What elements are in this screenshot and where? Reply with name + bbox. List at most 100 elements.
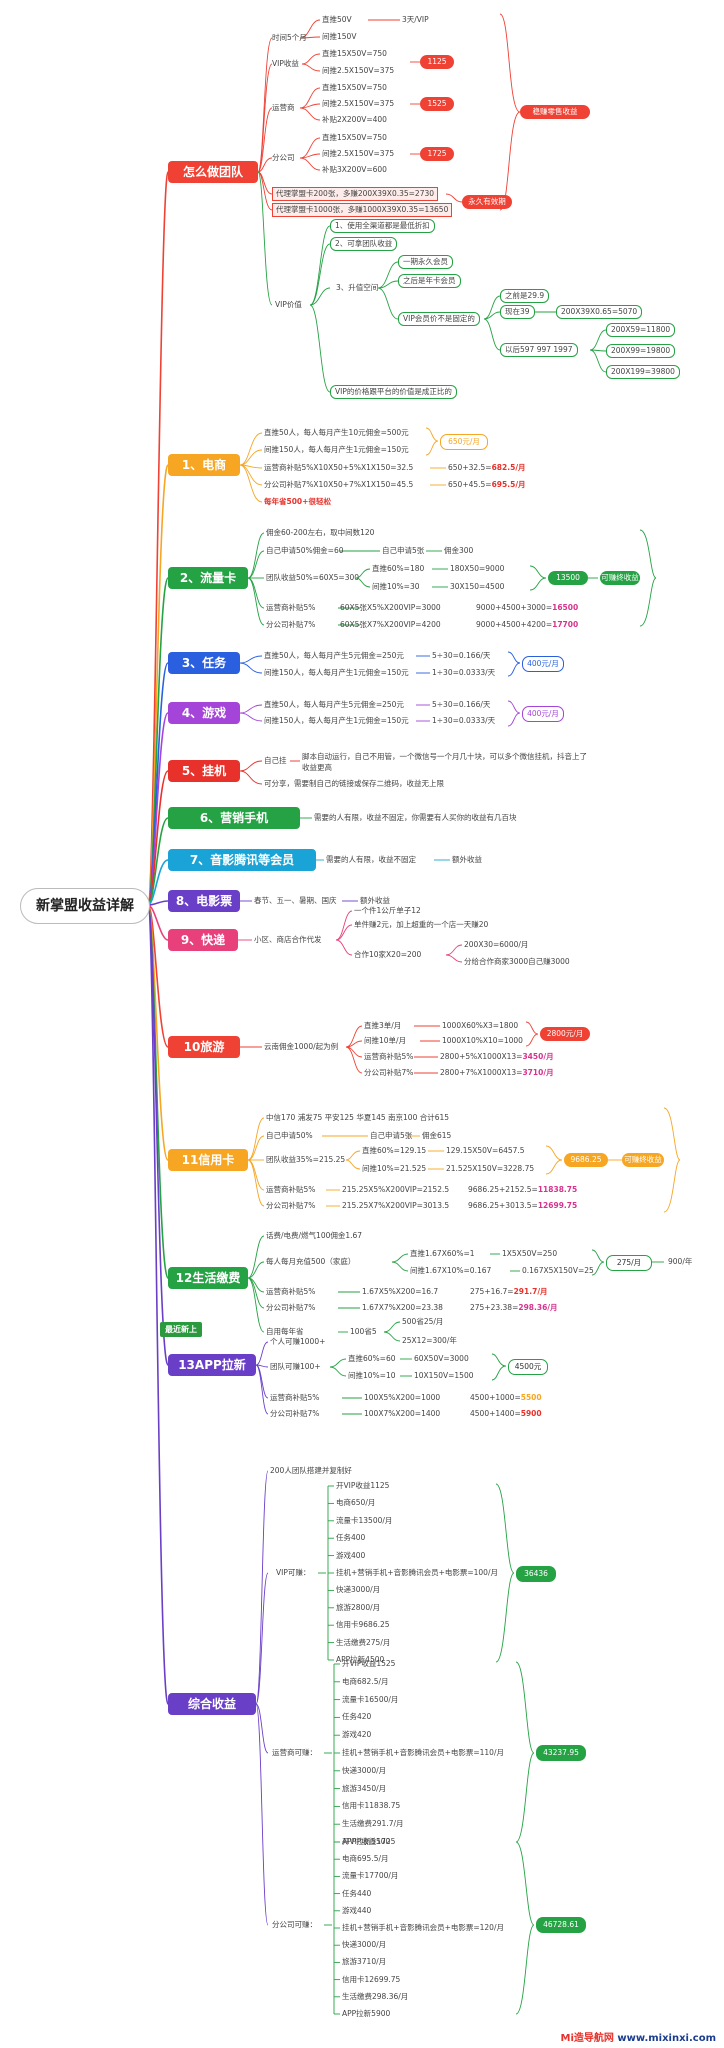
total-item: 游戏420	[342, 1730, 372, 1740]
total-vip-label: VIP可赚：	[276, 1568, 311, 1577]
watermark-b: www.mixinxi.com	[613, 2033, 716, 2044]
vip-p3c: 200X199=39800	[606, 365, 680, 379]
branch-flow: 2、流量卡	[168, 567, 248, 589]
life-dr2: 275+23.38=	[470, 1303, 519, 1312]
life-cr3: 291.7/月	[513, 1287, 548, 1296]
vip-p3a: 200X59=11800	[606, 323, 676, 337]
team-g1a: 直推50V	[322, 15, 352, 24]
life-d: 分公司补贴7%	[266, 1303, 316, 1312]
life-e: 自用每年省	[266, 1327, 304, 1336]
life-e2a: 500省25/月	[402, 1317, 444, 1326]
phone-a: 需要的人有限，收益不固定，你需要有人买你的收益有几百块	[314, 813, 517, 822]
app-b2: 间推10%=10	[348, 1371, 396, 1380]
video-a: 需要的人有限，收益不固定	[326, 855, 416, 864]
credit-er-sum: 9686.25+3013.5=12699.75	[468, 1201, 577, 1211]
life-dr-sum: 275+23.38=298.36/月	[470, 1303, 558, 1313]
flow-br2: 佣金300	[444, 546, 474, 555]
ecom-cr1: 650+32.5=	[448, 463, 492, 472]
app-cr3: 5500	[520, 1393, 542, 1402]
flow-value-label: 可赚终收益	[600, 571, 640, 585]
vip-v1: 1、使用全渠道都是最低折扣	[330, 219, 435, 233]
team-g2-value: 1125	[420, 55, 454, 69]
total-item: 流量卡16500/月	[342, 1694, 399, 1704]
flow-br1: 自己申请5张	[382, 546, 425, 555]
vip-v3a: 一期永久会员	[398, 255, 453, 269]
total-item: APP拉新5500	[342, 1837, 391, 1846]
flow-er3: 17700	[552, 620, 579, 629]
flow-value: 13500	[548, 571, 588, 585]
flow-c2r: 30X150=4500	[450, 582, 505, 591]
travel-b3r1: 2800+5%X1000X13=	[440, 1052, 523, 1061]
ecom-a: 直推50人，每人每月产生10元佣金=500元	[264, 428, 409, 437]
credit-d: 运营商补贴5%	[266, 1185, 316, 1194]
credit-dr2: 9686.25+2152.5=	[468, 1185, 538, 1194]
team-g3b: 间推2.5X150V=375	[322, 99, 395, 108]
credit-br2: 佣金615	[422, 1131, 452, 1140]
total-item: APP拉新5900	[342, 2009, 391, 2018]
new-badge: 最近新上	[160, 1322, 202, 1337]
root-title: 新掌盟收益详解	[20, 888, 150, 924]
flow-dr-text: 60X5张X5%X200VIP=3000	[340, 603, 441, 612]
credit-c: 团队收益35%=215.25	[266, 1155, 346, 1164]
ecom-d: 分公司补贴7%X10X50+7%X1X150=45.5	[264, 480, 414, 489]
travel-b1: 直推3单/月	[364, 1021, 402, 1030]
flow-dr-sum: 9000+4500+3000=16500	[476, 603, 578, 613]
app-d: 分公司补贴7%	[270, 1409, 320, 1418]
vip-p3b: 200X99=19800	[606, 344, 676, 358]
team-g1: 时间5个月	[272, 33, 307, 42]
ecom-dr: 650+45.5=695.5/月	[448, 480, 526, 490]
task-b: 间推150人，每人每月产生1元佣金=150元	[264, 668, 409, 677]
life-e1: 100省5	[350, 1327, 377, 1336]
ecom-e: 每年省500+很轻松	[264, 497, 331, 506]
flow-er2: 9000+4500+4200=	[476, 620, 553, 629]
life-vr: 900/年	[668, 1257, 693, 1266]
life-b2r: 0.167X5X150V=25	[522, 1266, 594, 1275]
credit-value: 9686.25	[564, 1153, 608, 1167]
life-value: 275/月	[606, 1255, 652, 1271]
total-item: 旅游2800/月	[336, 1602, 381, 1612]
total-item: 信用卡11838.75	[342, 1801, 401, 1811]
total-item: 生活缴费291.7/月	[342, 1819, 404, 1829]
life-c: 运营商补贴5%	[266, 1287, 316, 1296]
total-ops-sum: 43237.95	[536, 1745, 586, 1761]
game-value: 400元/月	[522, 706, 564, 722]
total-item: 挂机+营销手机+音影腾讯会员+电影票=120/月	[342, 1923, 504, 1932]
branch-video: 7、音影腾讯等会员	[168, 849, 316, 871]
flow-c1: 直推60%=180	[372, 564, 425, 573]
team-g3c: 补贴2X200V=400	[322, 115, 387, 124]
life-b1r: 1X5X50V=250	[502, 1249, 558, 1258]
total-item: 流量卡13500/月	[336, 1515, 393, 1525]
game-a: 直推50人，每人每月产生5元佣金=250元	[264, 700, 404, 709]
ecom-cr: 650+32.5=682.5/月	[448, 463, 526, 473]
team-g3a: 直推15X50V=750	[322, 83, 387, 92]
total-item: 任务440	[342, 1888, 372, 1898]
total-br-label: 分公司可赚：	[272, 1920, 317, 1929]
vip-v3c: VIP会员价不是固定的	[398, 312, 480, 326]
total-item: 开VIP收益1525	[342, 1659, 396, 1668]
life-b1: 直推1.67X60%=1	[410, 1249, 475, 1258]
team-g4a: 直推15X50V=750	[322, 133, 387, 142]
total-item: 开VIP收益1125	[336, 1481, 390, 1490]
team-g1b: 间推150V	[322, 32, 357, 41]
watermark: Mi造导航网 www.mixinxi.com	[561, 2029, 717, 2044]
travel-b3: 运营商补贴5%	[364, 1052, 414, 1061]
life-dr3: 298.36/月	[518, 1303, 558, 1312]
app-dr-sum: 4500+1400=5900	[470, 1409, 542, 1419]
total-item: 电商682.5/月	[342, 1676, 389, 1686]
team-perm: 永久有效期	[462, 195, 512, 209]
game-ar: 5÷30=0.166/天	[432, 700, 491, 709]
flow-c1r: 180X50=9000	[450, 564, 505, 573]
app-a: 个人可赚1000+	[270, 1337, 326, 1346]
total-item: 旅游3450/月	[342, 1783, 387, 1793]
branch-task: 3、任务	[168, 652, 240, 674]
ecom-cr2: 682.5/月	[491, 463, 526, 472]
total-item: 快递3000/月	[342, 1940, 387, 1950]
branch-ecom: 1、电商	[168, 454, 240, 476]
team-g4b: 间推2.5X150V=375	[322, 149, 395, 158]
total-item: 任务420	[342, 1712, 372, 1722]
travel-b4r2: 3710/月	[522, 1068, 554, 1077]
app-cr: 100X5%X200=1000	[364, 1393, 441, 1402]
app-b2r: 10X150V=1500	[414, 1371, 474, 1380]
credit-er3: 12699.75	[537, 1201, 578, 1210]
travel-a: 云南佣金1000/起为例	[264, 1042, 339, 1051]
